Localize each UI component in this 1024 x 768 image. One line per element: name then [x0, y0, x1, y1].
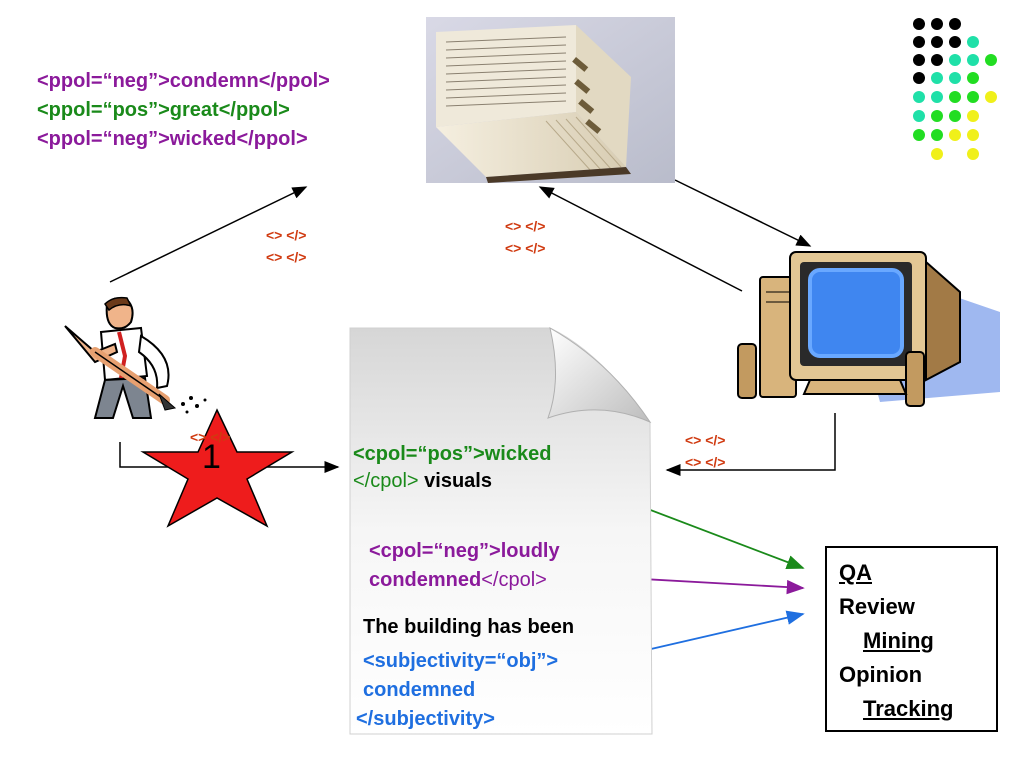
- arrow-book-to-computer: [674, 179, 812, 247]
- placeholder-tag-left-1: <> </>: [266, 227, 307, 243]
- document-page-icon: [349, 327, 653, 735]
- app-review: Review: [839, 594, 915, 619]
- arrow-objective-to-apps: [624, 610, 805, 656]
- doc-negative-word: condemned: [369, 569, 482, 591]
- applications-box: QA Review Mining Opinion Tracking: [825, 546, 998, 732]
- star-icon: [140, 408, 295, 528]
- arrow-computer-to-book: [538, 186, 743, 292]
- doc-objective-word: condemned: [363, 679, 476, 701]
- decorative-dots: [913, 18, 997, 160]
- placeholder-tag-star: <> </>: [190, 429, 231, 445]
- doc-positive-tag-open: <cpol=“pos”>wicked: [353, 443, 552, 465]
- app-mining: Mining: [839, 624, 996, 658]
- arrow-writer-to-lexicon: [109, 186, 308, 283]
- doc-negative-tag-open: <cpol=“neg”>loudly: [369, 540, 560, 562]
- book-icon: [426, 17, 675, 183]
- placeholder-tag-right-1: <> </>: [685, 432, 726, 448]
- placeholder-tag-left-2: <> </>: [266, 249, 307, 265]
- app-tracking: Tracking: [839, 692, 996, 726]
- placeholder-tag-center-1: <> </>: [505, 218, 546, 234]
- doc-objective-tag-open: <subjectivity=“obj”>: [363, 650, 559, 672]
- doc-objective-sentence: The building has been: [363, 616, 575, 638]
- arrow-computer-to-document: [665, 413, 836, 476]
- doc-positive-tag-close: </cpol>: [353, 470, 419, 492]
- app-qa-label: QA: [839, 560, 872, 585]
- lexicon-tag-wicked: <ppol=“neg”>wicked</ppol>: [37, 128, 308, 150]
- doc-positive-line: </cpol> visuals: [353, 468, 492, 495]
- app-opinion: Opinion: [839, 662, 923, 687]
- star-number: 1: [202, 438, 221, 476]
- doc-objective-tag-close: </subjectivity>: [356, 708, 495, 730]
- arrow-negative-to-apps: [624, 577, 805, 595]
- doc-negative-line: condemned</cpol>: [369, 567, 547, 594]
- doc-negative-tag-close: </cpol>: [481, 569, 547, 591]
- doc-positive-word: visuals: [418, 470, 492, 492]
- computer-icon: [737, 251, 1000, 407]
- placeholder-tag-right-2: <> </>: [685, 454, 726, 470]
- app-mining-label: Mining: [863, 628, 934, 653]
- writer-icon: [64, 296, 207, 419]
- lexicon-tag-condemn: <ppol=“neg”>condemn</ppol>: [37, 70, 330, 92]
- placeholder-tag-center-2: <> </>: [505, 240, 546, 256]
- app-tracking-label: Tracking: [863, 696, 954, 721]
- app-qa: QA: [839, 556, 996, 590]
- lexicon-tag-great: <ppol=“pos”>great</ppol>: [37, 99, 290, 121]
